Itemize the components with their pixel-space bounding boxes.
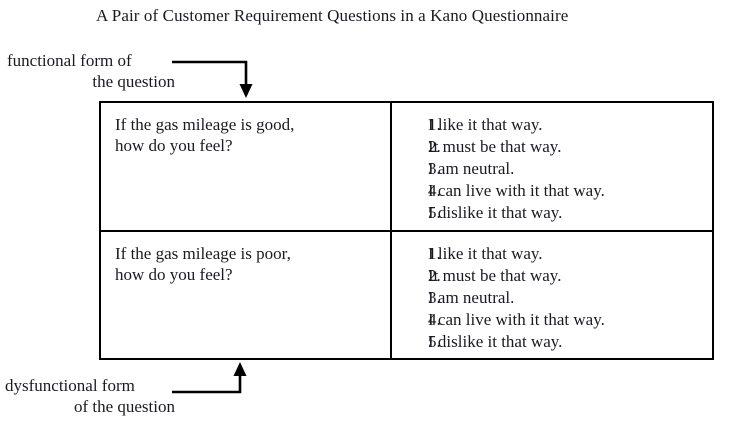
dysfunctional-form-label: dysfunctional form of the question (5, 375, 175, 417)
question-line2: how do you feel? (115, 136, 233, 155)
figure-title: A Pair of Customer Requirement Questions… (96, 6, 569, 25)
answer-text: I dislike it that way. (428, 332, 563, 351)
question-line1: If the gas mileage is poor, (115, 244, 291, 263)
question-cell-dysfunctional: If the gas mileage is poor, how do you f… (99, 230, 392, 360)
list-item[interactable]: 3.I am neutral. (392, 158, 712, 180)
answer-number: 4. (428, 181, 441, 200)
list-item[interactable]: 2.It must be that way. (392, 136, 712, 158)
functional-form-label: functional form of the question (7, 50, 175, 92)
answer-number: 5. (428, 203, 441, 222)
table-row: If the gas mileage is good, how do you f… (99, 101, 714, 232)
list-item[interactable]: 1.I like it that way. (392, 114, 712, 136)
question-text: If the gas mileage is good, how do you f… (101, 103, 390, 156)
answer-text: I am neutral. (428, 288, 515, 307)
list-item[interactable]: 5.I dislike it that way. (392, 331, 712, 353)
answer-text: I am neutral. (428, 159, 515, 178)
table-row: If the gas mileage is poor, how do you f… (99, 230, 714, 360)
functional-form-label-line2: the question (92, 72, 175, 91)
functional-arrow-icon (172, 60, 253, 98)
answer-number: 3. (428, 159, 441, 178)
answer-text: I dislike it that way. (428, 203, 563, 222)
answer-number: 4. (428, 310, 441, 329)
kano-questionnaire-table: If the gas mileage is good, how do you f… (99, 101, 714, 360)
list-item[interactable]: 1.I like it that way. (392, 243, 712, 265)
answers-cell-dysfunctional: 1.I like it that way. 2.It must be that … (390, 230, 714, 360)
question-text: If the gas mileage is poor, how do you f… (101, 232, 390, 285)
question-line2: how do you feel? (115, 265, 233, 284)
list-item[interactable]: 2.It must be that way. (392, 265, 712, 287)
answer-text: It must be that way. (428, 266, 562, 285)
answer-list: 1.I like it that way. 2.It must be that … (392, 103, 712, 224)
answer-list: 1.I like it that way. 2.It must be that … (392, 232, 712, 353)
list-item[interactable]: 3.I am neutral. (392, 287, 712, 309)
dysfunctional-form-label-line2: of the question (73, 397, 175, 416)
answer-number: 1. (428, 115, 441, 134)
list-item[interactable]: 4.I can live with it that way. (392, 180, 712, 202)
answers-cell-functional: 1.I like it that way. 2.It must be that … (390, 101, 714, 232)
answer-number: 5. (428, 332, 441, 351)
answer-text: I can live with it that way. (428, 181, 605, 200)
list-item[interactable]: 5.I dislike it that way. (392, 202, 712, 224)
question-line1: If the gas mileage is good, (115, 115, 295, 134)
list-item[interactable]: 4.I can live with it that way. (392, 309, 712, 331)
dysfunctional-arrow-icon (172, 362, 247, 394)
dysfunctional-form-label-line1: dysfunctional form (5, 376, 135, 395)
question-cell-functional: If the gas mileage is good, how do you f… (99, 101, 392, 232)
answer-number: 2. (428, 137, 441, 156)
answer-text: I like it that way. (428, 115, 543, 134)
answer-number: 1. (428, 244, 441, 263)
answer-text: It must be that way. (428, 137, 562, 156)
answer-number: 3. (428, 288, 441, 307)
answer-text: I can live with it that way. (428, 310, 605, 329)
functional-form-label-line1: functional form of (7, 51, 132, 70)
answer-number: 2. (428, 266, 441, 285)
answer-text: I like it that way. (428, 244, 543, 263)
